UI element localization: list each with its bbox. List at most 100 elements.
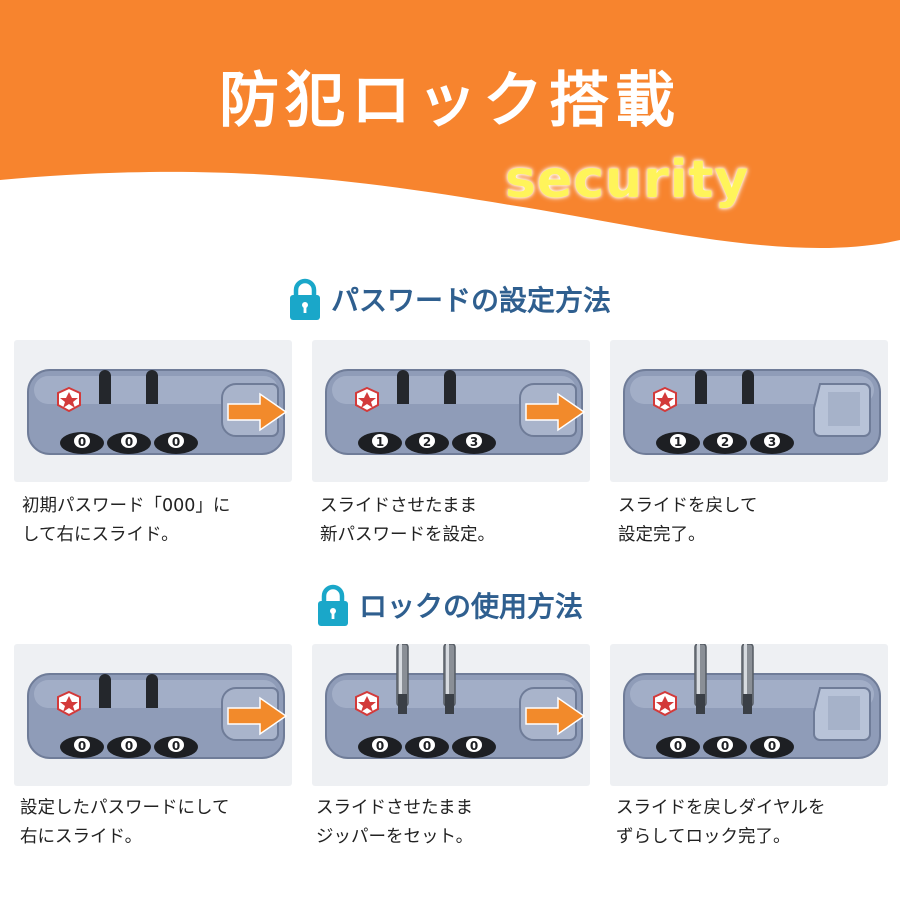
zipper-slot: [99, 370, 111, 404]
digit-wheel-face: [670, 738, 686, 752]
step-caption: スライドさせたまま 新パスワードを設定。: [320, 492, 600, 550]
zipper-slot: [146, 674, 158, 708]
combination-lock-illustration: 0 0 0: [27, 369, 288, 455]
digit-wheel-face: [121, 434, 137, 448]
step-panel-usage-2: 0 0 0: [312, 644, 590, 786]
arrow-right-icon: [227, 392, 288, 432]
zipper-slot: [444, 370, 456, 404]
caption-line: 右にスライド。: [20, 827, 143, 847]
combination-lock-illustration: 0 0 0: [623, 644, 881, 759]
zipper-slot: [398, 694, 407, 714]
tsa-badge-icon: [653, 386, 677, 413]
section-heading-lock-usage: ロックの使用方法: [0, 584, 900, 628]
digit-wheel-face: [372, 738, 388, 752]
zipper-pull-shine: [446, 644, 449, 702]
digit-wheel-face: [764, 738, 780, 752]
digit-label: 0: [423, 739, 431, 753]
tsa-badge-icon: [57, 386, 81, 413]
slider-button-face: [828, 392, 860, 426]
caption-line: スライドさせたまま: [320, 496, 477, 516]
digit-wheel-face: [372, 434, 388, 448]
hero-wave-background: [0, 0, 900, 248]
digit-label: 1: [376, 435, 384, 449]
digit-wheel-face: [419, 434, 435, 448]
combination-lock-illustration: 0 0 0: [325, 644, 586, 759]
zipper-pull-shine: [399, 644, 402, 702]
slider-button-face: [828, 696, 860, 730]
combination-lock-illustration: 1 2 3: [325, 369, 586, 455]
zipper-slot: [397, 370, 409, 404]
padlock-icon: [289, 278, 320, 320]
zipper-slot: [445, 694, 454, 714]
digit-label: 1: [674, 435, 682, 449]
arrow-right-icon: [525, 696, 586, 736]
digit-label: 0: [768, 739, 776, 753]
caption-line: して右にスライド。: [22, 525, 179, 545]
digit-label: 2: [721, 435, 729, 449]
step-panel-setup-2: 1 2 3: [312, 340, 590, 482]
digit-label: 0: [470, 739, 478, 753]
arrow-right-icon: [525, 392, 586, 432]
digit-wheel-face: [168, 434, 184, 448]
caption-line: 新パスワードを設定。: [320, 525, 495, 545]
section-heading-password-setup: パスワードの設定方法: [0, 278, 900, 322]
caption-line: 初期パスワード「000」に: [22, 496, 231, 516]
zipper-slot: [99, 674, 111, 708]
caption-line: 設定したパスワードにして: [20, 798, 230, 818]
hero-banner: 防犯ロック搭載 security: [0, 0, 900, 260]
caption-line: ずらしてロック完了。: [616, 827, 791, 847]
zipper-slot: [695, 370, 707, 404]
digit-wheel-face: [121, 738, 137, 752]
digit-wheel-face: [670, 434, 686, 448]
digit-label: 0: [674, 739, 682, 753]
digit-wheel-face: [466, 738, 482, 752]
zipper-slot: [146, 370, 158, 404]
caption-line: 設定完了。: [618, 525, 706, 545]
digit-wheel-face: [419, 738, 435, 752]
section-title: パスワードの設定方法: [330, 284, 611, 317]
padlock-icon: [317, 584, 348, 626]
arrow-right-icon: [227, 696, 288, 736]
caption-line: スライドさせたまま: [316, 798, 473, 818]
digit-wheel-face: [717, 738, 733, 752]
digit-wheel-face: [74, 738, 90, 752]
digit-label: 3: [470, 435, 478, 449]
section-title: ロックの使用方法: [358, 590, 583, 623]
caption-line: ジッパーをセット。: [316, 827, 474, 847]
hero-subtitle: security: [505, 150, 750, 210]
caption-line: スライドを戻して: [618, 496, 758, 516]
step-caption: スライドさせたまま ジッパーをセット。: [316, 794, 596, 852]
hero-title: 防犯ロック搭載: [219, 66, 681, 136]
step-caption: 初期パスワード「000」に して右にスライド。: [22, 492, 302, 550]
tsa-badge-icon: [355, 690, 379, 717]
step-caption: スライドを戻しダイヤルを ずらしてロック完了。: [616, 794, 896, 852]
digit-label: 0: [78, 739, 86, 753]
digit-label: 0: [172, 435, 180, 449]
zipper-slot: [743, 694, 752, 714]
zipper-pull-shine: [744, 644, 747, 702]
digit-label: 3: [768, 435, 776, 449]
tsa-badge-icon: [653, 690, 677, 717]
digit-label: 0: [78, 435, 86, 449]
digit-wheel-face: [74, 434, 90, 448]
digit-wheel-face: [168, 738, 184, 752]
tsa-badge-icon: [355, 386, 379, 413]
digit-wheel-face: [764, 434, 780, 448]
step-panel-setup-3: 1 2 3: [610, 340, 888, 482]
digit-label: 0: [125, 435, 133, 449]
digit-wheel-face: [466, 434, 482, 448]
step-panel-usage-3: 0 0 0: [610, 644, 888, 786]
digit-label: 0: [376, 739, 384, 753]
zipper-pull-shine: [697, 644, 700, 702]
caption-line: スライドを戻しダイヤルを: [616, 798, 826, 818]
zipper-slot: [742, 370, 754, 404]
digit-label: 0: [721, 739, 729, 753]
digit-label: 2: [423, 435, 431, 449]
digit-wheel-face: [717, 434, 733, 448]
step-panel-setup-1: 0 0 0: [14, 340, 292, 482]
tsa-badge-icon: [57, 690, 81, 717]
combination-lock-illustration: 1 2 3: [623, 369, 881, 455]
digit-label: 0: [125, 739, 133, 753]
